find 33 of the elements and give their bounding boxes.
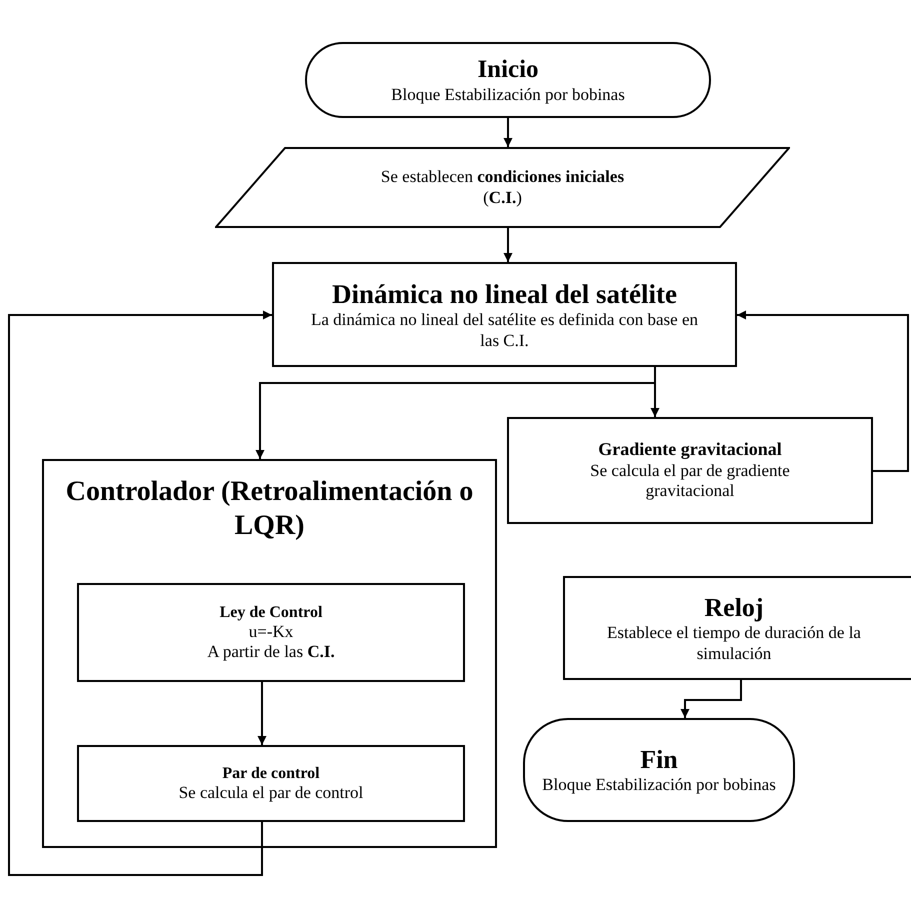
label: Se calcula el par de control xyxy=(178,782,364,804)
arrow xyxy=(737,310,909,472)
heading: Fin xyxy=(640,744,678,776)
heading: Gradiente gravitacional xyxy=(598,439,782,461)
label: Bloque Estabilización por bobinas xyxy=(542,775,776,796)
process-box xyxy=(77,745,465,822)
arrow xyxy=(504,228,512,262)
label: Controlador (Retroalimentación o LQR) xyxy=(64,475,474,542)
group-box xyxy=(42,459,497,848)
heading: Dinámica no lineal del satélite xyxy=(332,278,677,310)
arrow xyxy=(258,682,266,745)
label: La dinámica no lineal del satélite es definida con base en las C.I. xyxy=(310,310,700,352)
process-box xyxy=(507,417,873,524)
terminal-shape xyxy=(523,718,795,822)
heading: Par de control xyxy=(222,764,320,783)
label: Bloque Estabilización por bobinas xyxy=(391,84,625,106)
terminal-shape xyxy=(305,42,711,118)
arrow xyxy=(680,680,742,718)
label: Se establecen condiciones iniciales (C.I.) xyxy=(380,167,626,208)
arrow xyxy=(650,367,660,417)
process-box xyxy=(272,262,737,367)
label: Se calcula el par de gradiente gravitacional xyxy=(589,460,791,502)
arrow xyxy=(8,310,272,876)
heading: Ley de Control xyxy=(220,602,322,622)
input-parallelogram xyxy=(215,147,790,228)
process-box xyxy=(563,576,911,680)
process-box xyxy=(77,583,465,682)
heading: Inicio xyxy=(477,54,539,85)
arrow xyxy=(504,118,512,147)
heading: Reloj xyxy=(704,592,764,624)
label: u=-Kx xyxy=(248,622,294,642)
label: Establece el tiempo de duración de la simulación xyxy=(606,623,862,664)
label: A partir de las C.I. xyxy=(207,642,335,662)
